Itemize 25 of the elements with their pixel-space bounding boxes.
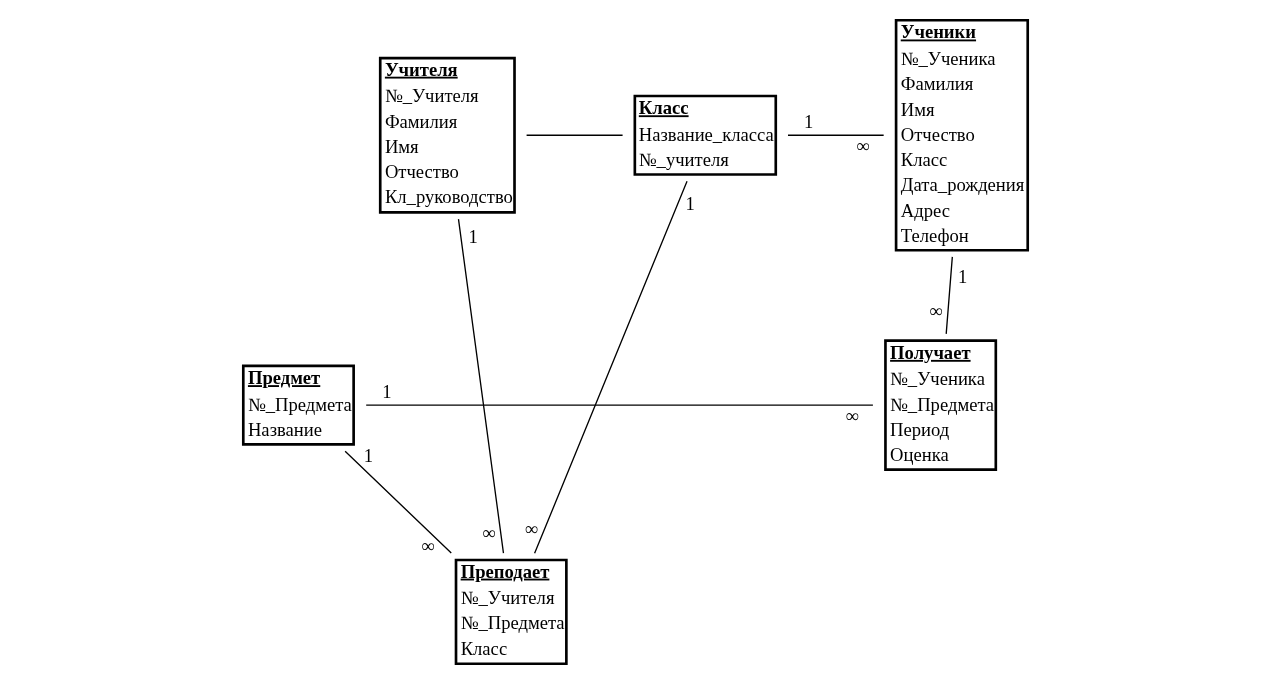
node-box: Получает №_Ученика №_Предмета Период Оценка [884, 339, 998, 471]
label: ∞ [421, 535, 435, 557]
label: ∞ [482, 522, 496, 544]
label: ∞ [856, 135, 870, 157]
label: ∞ [524, 517, 539, 539]
node-box: Предмет №_Предмета Название [241, 364, 355, 446]
label: 1 [363, 444, 374, 466]
connector [787, 134, 885, 136]
node-box: Ученики №_Ученика Фамилия Имя Отчество Класс Дата_рождения Адрес Телефон [894, 18, 1030, 252]
connector [525, 134, 624, 136]
label: ∞ [929, 300, 943, 322]
label: ∞ [845, 405, 859, 427]
label: 1 [468, 226, 478, 248]
connector [365, 404, 874, 406]
label: 1 [804, 111, 814, 133]
connector [945, 256, 953, 335]
label: 1 [685, 192, 695, 214]
node-box: Учителя №_Учителя Фамилия Имя Отчество Кл_руководство [378, 56, 516, 214]
connector [344, 450, 452, 554]
connector [457, 218, 505, 554]
connector [533, 180, 688, 555]
node-box: Класс Название_класса №_учителя [633, 94, 778, 176]
label: 1 [957, 266, 968, 288]
node-box: Преподает №_Учителя №_Предмета Класс [454, 558, 568, 666]
label: 1 [382, 381, 392, 403]
